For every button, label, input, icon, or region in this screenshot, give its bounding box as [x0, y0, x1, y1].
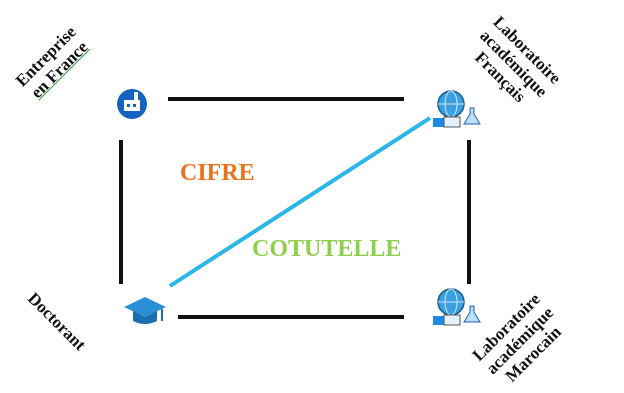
- factory-icon: [117, 89, 147, 119]
- graduation-cap-icon: [124, 297, 166, 324]
- cifre-label: CIFRE: [180, 160, 255, 186]
- cotutelle-link: [168, 116, 432, 288]
- lab-globe-icon-2: [433, 288, 481, 326]
- lab-globe-icon: [433, 90, 481, 128]
- cotutelle-label: COTUTELLE: [252, 236, 402, 262]
